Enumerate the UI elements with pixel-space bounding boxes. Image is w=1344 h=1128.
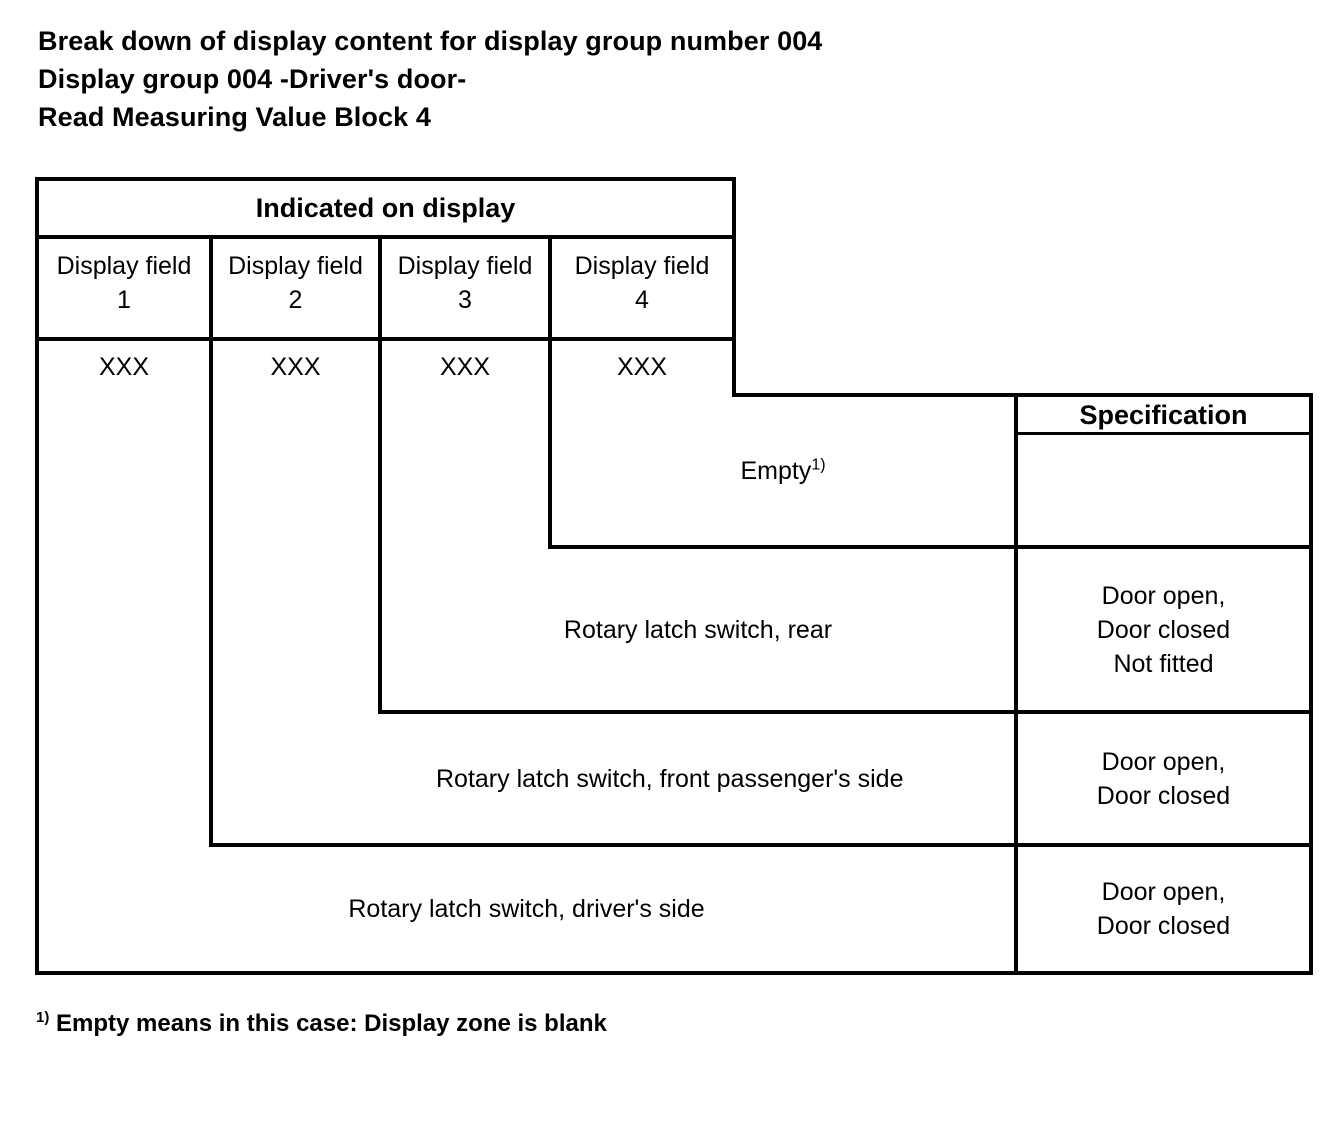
display-content-table: Indicated on display Specification Displ… xyxy=(35,177,1313,975)
row-description-rear-text: Rotary latch switch, rear xyxy=(563,615,833,644)
rule-front-row-bottom xyxy=(209,843,1313,847)
footnote-text: Empty means in this case: Display zone i… xyxy=(56,1010,607,1037)
rule-left-edge xyxy=(35,177,39,975)
display-field-label-2: Display field xyxy=(228,252,363,280)
rule-step-xxx-bottom xyxy=(732,393,1313,397)
value-text-4: XXX xyxy=(616,353,668,381)
footnote-marker: 1) xyxy=(36,1009,50,1026)
display-field-value-3: XXX xyxy=(382,341,548,393)
row-description-front-passenger-text: Rotary latch switch, front passenger's s… xyxy=(436,764,904,793)
display-field-label-3: Display field xyxy=(397,252,533,280)
row-description-front-passenger: Rotary latch switch, front passenger's s… xyxy=(408,714,1014,843)
footnote: 1) Empty means in this case: Display zon… xyxy=(36,1008,607,1040)
row-description-rear: Rotary latch switch, rear xyxy=(382,549,1014,710)
row-description-empty: Empty1) xyxy=(552,397,1014,545)
row-specification-empty xyxy=(1018,436,1309,545)
display-field-header-3: Display field 3 xyxy=(382,239,548,337)
rule-upper-block-right-edge xyxy=(732,177,736,397)
rule-under-spec-header xyxy=(1014,432,1313,435)
display-field-number-2: 2 xyxy=(288,286,303,314)
footnote-marker-empty: 1) xyxy=(811,456,826,474)
display-field-header-1: Display field 1 xyxy=(39,239,209,337)
value-text-1: XXX xyxy=(98,353,150,381)
document-heading: Break down of display content for displa… xyxy=(38,22,1138,136)
rule-rear-row-bottom xyxy=(378,710,1313,714)
rule-spec-column-divider xyxy=(1014,393,1018,975)
display-field-number-1: 1 xyxy=(117,286,131,314)
row-specification-driver-text: Door open, Door closed xyxy=(1096,878,1231,940)
display-field-value-2: XXX xyxy=(213,341,378,393)
row-specification-front-passenger: Door open, Door closed xyxy=(1018,714,1309,843)
display-field-header-4: Display field 4 xyxy=(552,239,732,337)
row-specification-rear-text: Door open, Door closed Not fitted xyxy=(1096,581,1231,678)
spec-header-label: Specification xyxy=(1079,399,1248,430)
rule-right-edge xyxy=(1309,393,1313,975)
row-description-driver-text: Rotary latch switch, driver's side xyxy=(348,895,705,923)
display-field-number-4: 4 xyxy=(635,286,649,314)
rule-under-field-labels xyxy=(35,337,736,341)
group-header-label: Indicated on display xyxy=(255,193,516,223)
heading-line-1: Break down of display content for displa… xyxy=(38,26,823,56)
rule-table-top xyxy=(35,177,736,181)
display-field-number-3: 3 xyxy=(458,286,472,314)
spec-header-cell: Specification xyxy=(1018,397,1309,432)
rule-col-divider-3 xyxy=(548,235,552,549)
rule-col-divider-1 xyxy=(209,235,213,847)
rule-table-bottom xyxy=(35,971,1313,975)
row-description-empty-text: Empty xyxy=(740,457,812,485)
rule-col-divider-2 xyxy=(378,235,382,714)
heading-line-3: Read Measuring Value Block 4 xyxy=(38,102,431,132)
display-field-header-2: Display field 2 xyxy=(213,239,378,337)
display-field-value-4: XXX xyxy=(552,341,732,393)
display-field-label-4: Display field xyxy=(574,252,710,280)
rule-empty-row-bottom xyxy=(548,545,1313,549)
row-specification-front-passenger-text: Door open, Door closed xyxy=(1096,747,1231,810)
value-text-3: XXX xyxy=(439,353,491,381)
heading-line-2: Display group 004 -Driver's door- xyxy=(38,64,467,94)
group-header-cell: Indicated on display xyxy=(39,181,732,235)
row-specification-rear: Door open, Door closed Not fitted xyxy=(1018,549,1309,710)
rule-under-group-header xyxy=(35,235,736,239)
display-field-label-1: Display field xyxy=(56,252,192,280)
row-description-driver: Rotary latch switch, driver's side xyxy=(39,847,1014,971)
display-field-value-1: XXX xyxy=(39,341,209,393)
value-text-2: XXX xyxy=(270,353,321,381)
row-specification-driver: Door open, Door closed xyxy=(1018,847,1309,971)
